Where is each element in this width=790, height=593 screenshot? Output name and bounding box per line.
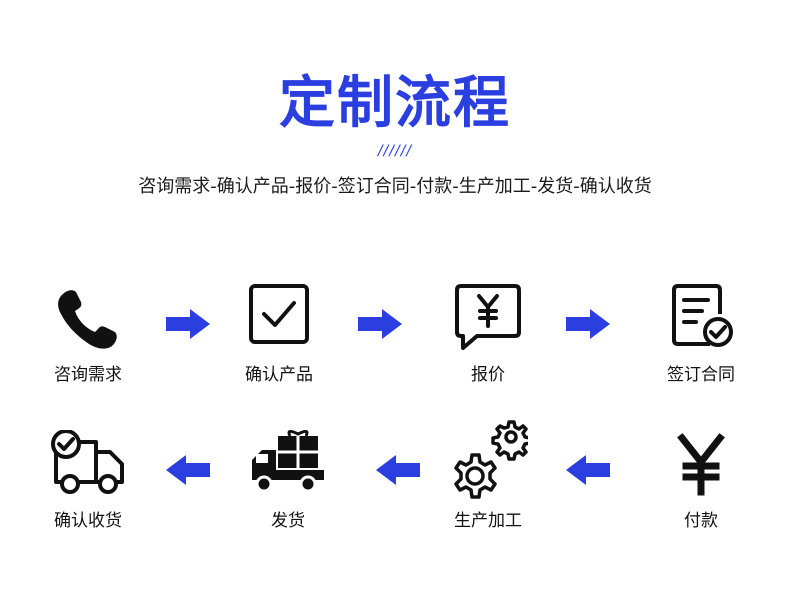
arrow-right-icon	[166, 309, 210, 339]
step-label: 签订合同	[667, 365, 735, 385]
process-summary: 咨询需求-确认产品-报价-签订合同-付款-生产加工-发货-确认收货	[138, 176, 652, 197]
page-title: 定制流程	[279, 71, 511, 136]
arrow-left-icon	[566, 455, 610, 485]
arrow-right-icon	[358, 309, 402, 339]
title-decoration: //////	[377, 143, 413, 159]
step-label: 报价	[471, 365, 505, 385]
step-label: 确认产品	[245, 365, 313, 385]
truck-check-icon	[51, 430, 124, 500]
checkbox-icon	[244, 284, 314, 354]
step-label: 确认收货	[54, 511, 122, 531]
step-label: 咨询需求	[54, 365, 122, 385]
arrow-right-icon	[566, 309, 610, 339]
gears-icon	[448, 420, 528, 500]
yen-icon	[666, 430, 736, 500]
step-label: 生产加工	[454, 511, 522, 531]
price-quote-icon	[453, 284, 523, 354]
phone-icon	[53, 284, 123, 354]
arrow-left-icon	[166, 455, 210, 485]
contract-icon	[666, 284, 736, 354]
delivery-truck-icon	[252, 430, 324, 500]
step-label: 付款	[684, 511, 718, 531]
arrow-left-icon	[376, 455, 420, 485]
step-label: 发货	[271, 511, 305, 531]
